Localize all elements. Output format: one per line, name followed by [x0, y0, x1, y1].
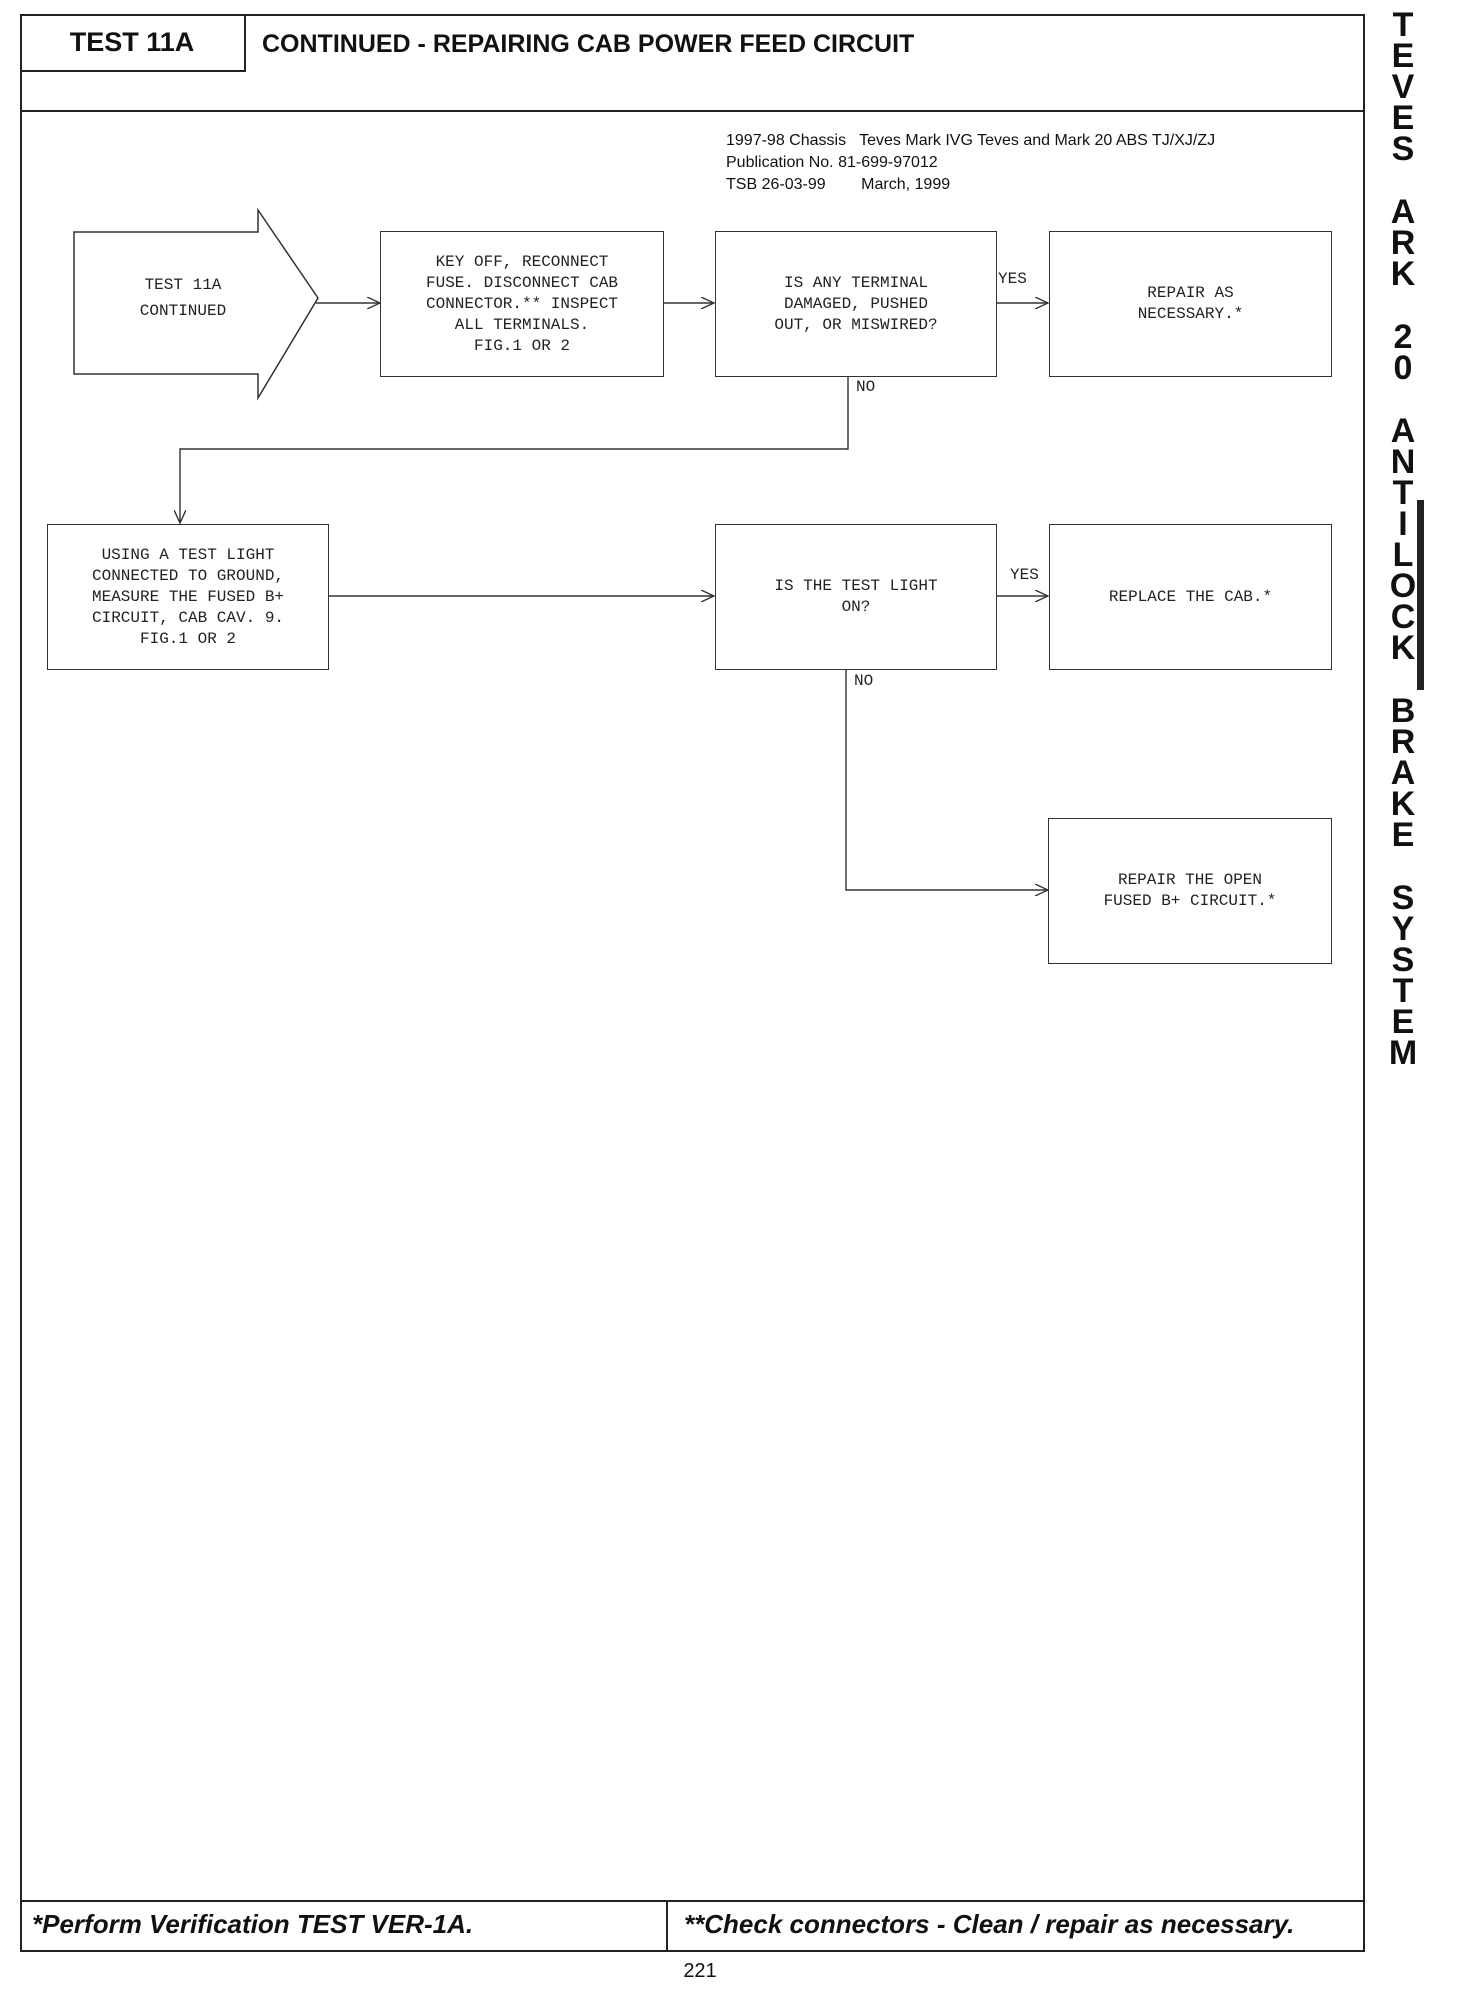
flow-start-label: TEST 11A CONTINUED: [139, 276, 227, 320]
header-divider: [20, 110, 1365, 112]
page-number: 221: [683, 1960, 717, 1982]
flow-decision-terminal-damaged: IS ANY TERMINAL DAMAGED, PUSHED OUT, OR …: [715, 231, 997, 377]
sidebar-letter: 2: [1393, 318, 1413, 356]
sidebar-letter: M: [1388, 1034, 1418, 1072]
edge-label-no-2: NO: [854, 672, 874, 690]
sidebar-letter: E: [1391, 99, 1415, 137]
edge-label-yes-1: YES: [998, 270, 1027, 288]
flow-result-repair-as-necessary: REPAIR AS NECESSARY.*: [1049, 231, 1332, 377]
sidebar-letter: A: [1390, 412, 1416, 450]
sidebar-letter: S: [1391, 941, 1415, 979]
flow-step-reconnect-fuse: KEY OFF, RECONNECT FUSE. DISCONNECT CAB …: [380, 231, 664, 377]
page-frame: [20, 14, 1365, 1952]
sidebar-letter: T: [1392, 972, 1414, 1010]
sidebar-letter: E: [1391, 1003, 1415, 1041]
sidebar-letter: C: [1390, 598, 1416, 636]
publication-line-3: TSB 26-03-99 March, 1999: [726, 176, 951, 193]
sidebar-letter: N: [1390, 443, 1416, 481]
sidebar-letter: A: [1390, 193, 1416, 231]
test-id: TEST 11A: [69, 26, 195, 57]
sidebar-letter: B: [1390, 692, 1416, 730]
flow-result-replace-cab: REPLACE THE CAB.*: [1049, 524, 1332, 670]
flow-result-repair-open-circuit: REPAIR THE OPEN FUSED B+ CIRCUIT.*: [1048, 818, 1332, 964]
flow-decision-test-light-on: IS THE TEST LIGHT ON?: [715, 524, 997, 670]
sidebar-letter: R: [1390, 224, 1416, 262]
publication-line-1: 1997-98 Chassis Teves Mark IVG Teves and…: [726, 132, 1216, 149]
sidebar-letter: E: [1391, 37, 1415, 75]
section-thumb-tab: [1417, 500, 1424, 690]
sidebar-letter: A: [1390, 754, 1416, 792]
publication-line-2: Publication No. 81-699-97012: [726, 154, 938, 171]
sidebar-letter: T: [1392, 474, 1414, 512]
test-id-box: TEST 11A: [20, 14, 246, 72]
sidebar-letter: S: [1391, 879, 1415, 917]
sidebar-letter: L: [1392, 536, 1414, 574]
edge-decision2-no: [845, 670, 1048, 890]
sidebar-letter: I: [1398, 505, 1408, 543]
sidebar-letter: O: [1389, 567, 1417, 605]
sidebar-letter: K: [1390, 255, 1416, 293]
footer-column-divider: [666, 1900, 668, 1952]
footer-note-connectors: **Check connectors - Clean / repair as n…: [684, 1909, 1295, 1939]
edge-decision1-no: [180, 376, 849, 523]
footer-divider: [20, 1900, 1365, 1902]
publication-info: 1997-98 Chassis Teves Mark IVG Teves and…: [726, 130, 1215, 196]
sidebar-letter: V: [1391, 68, 1415, 106]
flow-step-test-light: USING A TEST LIGHT CONNECTED TO GROUND, …: [47, 524, 329, 670]
sidebar-letter: Y: [1391, 910, 1415, 948]
start-arrow-shape: [73, 207, 319, 401]
sidebar-letter: 0: [1393, 349, 1413, 387]
sidebar-letter: K: [1390, 629, 1416, 667]
page-title: CONTINUED - REPAIRING CAB POWER FEED CIR…: [262, 30, 915, 58]
sidebar-letter: S: [1391, 130, 1415, 168]
footer-note-verification: *Perform Verification TEST VER-1A.: [32, 1909, 474, 1939]
edge-label-no-1: NO: [856, 378, 876, 396]
sidebar-letter: E: [1391, 816, 1415, 854]
edge-label-yes-2: YES: [1010, 566, 1039, 584]
sidebar-letter: R: [1390, 723, 1416, 761]
sidebar-letter: K: [1390, 785, 1416, 823]
sidebar-letter: T: [1392, 6, 1414, 44]
